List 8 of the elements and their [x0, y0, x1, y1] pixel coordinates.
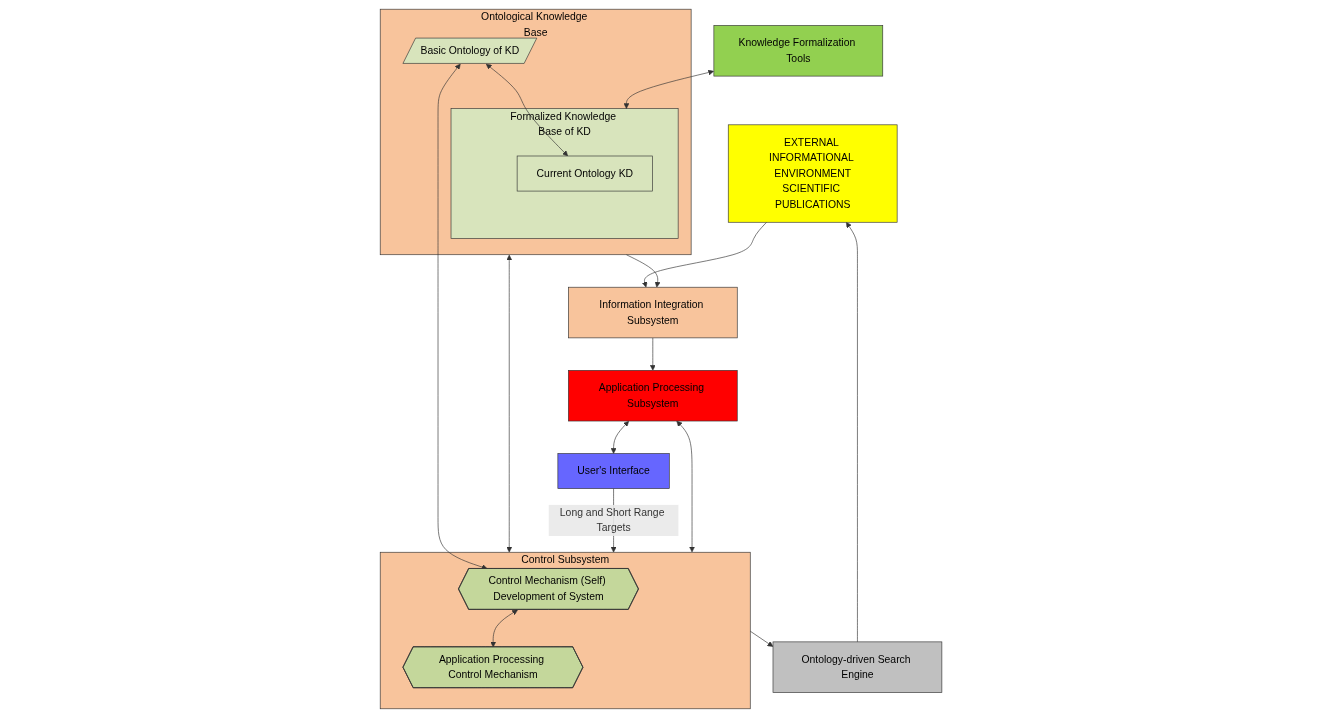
node-box: Knowledge Formalization Tools [713, 24, 884, 76]
node-box: Ontology-driven Search Engine [772, 641, 943, 693]
node-box: EXTERNAL INFORMATIONAL ENVIRONMENT SCIENTIFIC PUBLICATIONS [727, 124, 898, 223]
node-box: User's Interface [557, 452, 670, 489]
edge-label: Long and Short Range Targets [559, 506, 665, 533]
node-box: Current Ontology KD [516, 155, 653, 191]
node-box: Application Processing Subsystem [568, 369, 738, 421]
node-box: Information Integration Subsystem [568, 286, 738, 338]
